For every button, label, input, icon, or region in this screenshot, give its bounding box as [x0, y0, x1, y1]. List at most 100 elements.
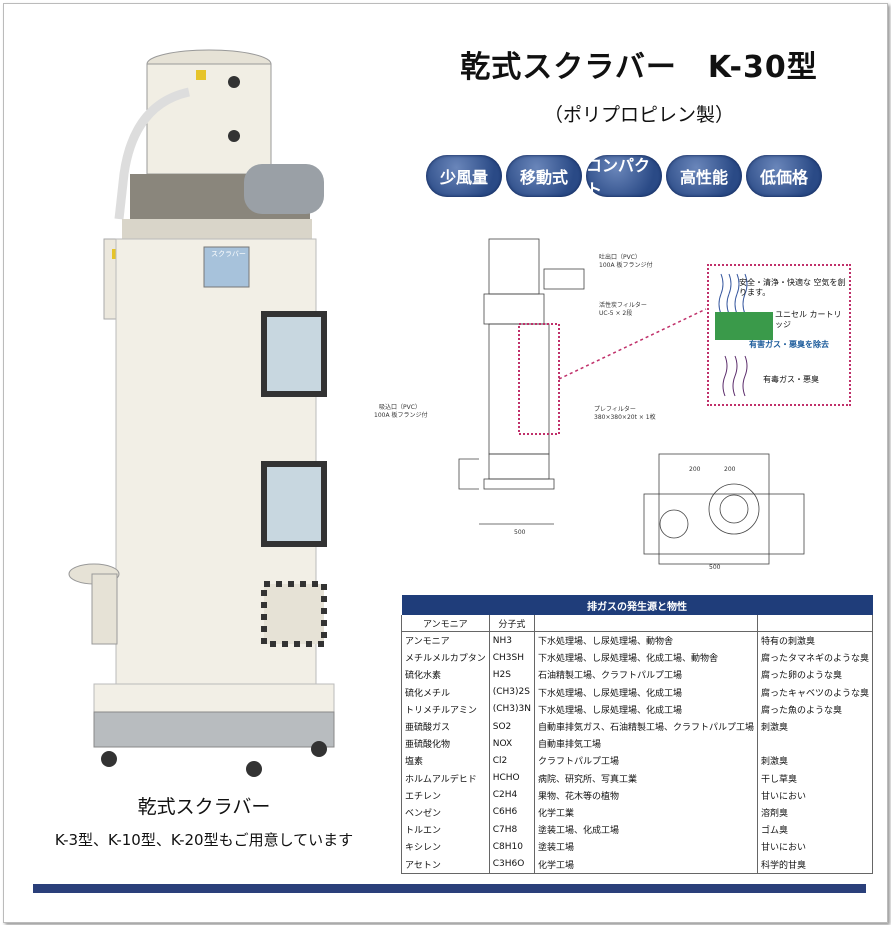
table-cell: H2S [488, 666, 536, 684]
table-cell: 亜硫酸化物 [401, 735, 490, 753]
filter-legend: 安全・清浄・快適な 空気を創ります。 ユニセル カートリッジ 有害ガス・悪臭を除… [707, 264, 851, 406]
legend-input-text: 有毒ガス・悪臭 [763, 375, 819, 384]
table-cell: 塩素 [401, 752, 490, 770]
dim-plan: 200 [724, 466, 736, 473]
table-cell: 病院、研究所、写真工業 [533, 769, 759, 787]
outlet-flange: 100A 板フランジ付 [599, 261, 652, 269]
table-cell: C8H10 [488, 838, 536, 856]
table-cell: 化学工場 [533, 855, 759, 874]
table-cell: 腐ったタマネギのような臭 [757, 649, 874, 667]
table-cell: 溶剤臭 [757, 803, 874, 822]
table-cell: NOX [488, 735, 536, 753]
gas-table-header [757, 615, 874, 632]
dim-plan: 200 [689, 466, 701, 473]
page-title: 乾式スクラバー K-30型 [460, 50, 818, 85]
outlet-label: 吐出口（PVC） [599, 253, 641, 261]
table-cell: 刺激臭 [757, 752, 874, 770]
model-note: K-3型、K-10型、K-20型もご用意しています [54, 831, 354, 849]
table-cell: 塗装工場、化成工場 [533, 821, 759, 839]
table-cell: Cl2 [488, 752, 536, 770]
table-cell: 下水処理場、し尿処理場、化成工場、動物舎 [533, 649, 759, 667]
table-cell: C2H4 [488, 786, 536, 804]
legend-removal-text: 有害ガス・悪臭を除去 [749, 340, 829, 349]
gas-table-title: 排ガスの発生源と物性 [401, 595, 873, 615]
table-cell: 下水処理場、し尿処理場、動物舎 [533, 631, 759, 650]
filter-spec: UC-5 × 2段 [599, 309, 632, 317]
table-cell: 果物、花木等の植物 [533, 786, 759, 804]
feature-badge: 高性能 [666, 155, 742, 197]
table-cell: 硫化メチル [401, 683, 490, 701]
table-cell: 亜硫酸ガス [401, 717, 490, 736]
table-cell: SO2 [488, 717, 536, 736]
footer-bar [33, 884, 866, 893]
feature-badge: コンパクト [586, 155, 662, 199]
table-cell [757, 735, 874, 753]
table-cell: 塗装工場 [533, 838, 759, 856]
table-cell: 腐った魚のような臭 [757, 700, 874, 718]
table-cell: エチレン [401, 786, 490, 804]
feature-badge: 低価格 [746, 155, 822, 197]
table-cell: トルエン [401, 821, 490, 839]
table-cell: 化学工業 [533, 803, 759, 822]
technical-drawing: 吐出口（PVC） 100A 板フランジ付 活性炭フィルター UC-5 × 2段 … [374, 238, 805, 571]
gas-table-header [533, 615, 759, 632]
table-cell: 甘いにおい [757, 838, 874, 856]
gas-table-header: アンモニア [401, 615, 490, 632]
dim-width: 500 [514, 529, 526, 536]
prefilter-spec: 380×380×20t × 1枚 [594, 413, 656, 421]
airflow-illustration [715, 273, 773, 397]
table-cell: 硫化水素 [401, 666, 490, 684]
legend-safety-text: 安全・清浄・快適な 空気を創ります。 [739, 278, 846, 297]
prefilter-label: プレフィルター [594, 405, 636, 413]
table-cell: 下水処理場、し尿処理場、化成工場 [533, 683, 759, 701]
table-cell: 腐った卵のような臭 [757, 666, 874, 684]
panel-label: スクラバー [211, 250, 246, 258]
table-cell: ホルムアルデヒド [401, 769, 490, 787]
table-cell: NH3 [488, 631, 536, 650]
table-cell: 甘いにおい [757, 786, 874, 804]
table-cell: 干し草臭 [757, 769, 874, 787]
table-cell: キシレン [401, 838, 490, 856]
table-cell: アセトン [401, 855, 490, 874]
table-cell: 下水処理場、し尿処理場、化成工場 [533, 700, 759, 718]
table-cell: (CH3)3N [488, 700, 536, 718]
legend-cartridge-text: ユニセル カートリッジ [775, 310, 842, 329]
table-cell: CH3SH [488, 649, 536, 667]
gas-table-header: 分子式 [488, 615, 536, 632]
feature-badge: 移動式 [506, 155, 582, 197]
catalog-page: スクラバー 乾式スクラバー K-3型、K-10型、K-20型もご用意しています … [3, 3, 888, 923]
table-cell: 自動車排気ガス、石油精製工場、クラフトパルプ工場 [533, 717, 759, 736]
table-cell: HCHO [488, 769, 536, 787]
table-cell: ベンゼン [401, 803, 490, 822]
table-cell: C6H6 [488, 803, 536, 822]
table-cell: C3H6O [488, 855, 536, 874]
table-cell: (CH3)2S [488, 683, 536, 701]
table-cell: 腐ったキャベツのような臭 [757, 683, 874, 701]
page-subtitle: （ポリプロピレン製） [543, 104, 734, 126]
table-cell: 特有の刺激臭 [757, 631, 874, 650]
photo-caption: 乾式スクラバー [137, 796, 271, 818]
dim-plan: 500 [709, 564, 721, 571]
table-cell: 刺激臭 [757, 717, 874, 736]
inlet-label: 吸込口（PVC） [379, 403, 421, 411]
table-cell: トリメチルアミン [401, 700, 490, 718]
feature-badge: 少風量 [426, 155, 502, 197]
table-cell: クラフトパルプ工場 [533, 752, 759, 770]
filter-label: 活性炭フィルター [599, 301, 647, 309]
table-cell: 石油精製工場、クラフトパルプ工場 [533, 666, 759, 684]
